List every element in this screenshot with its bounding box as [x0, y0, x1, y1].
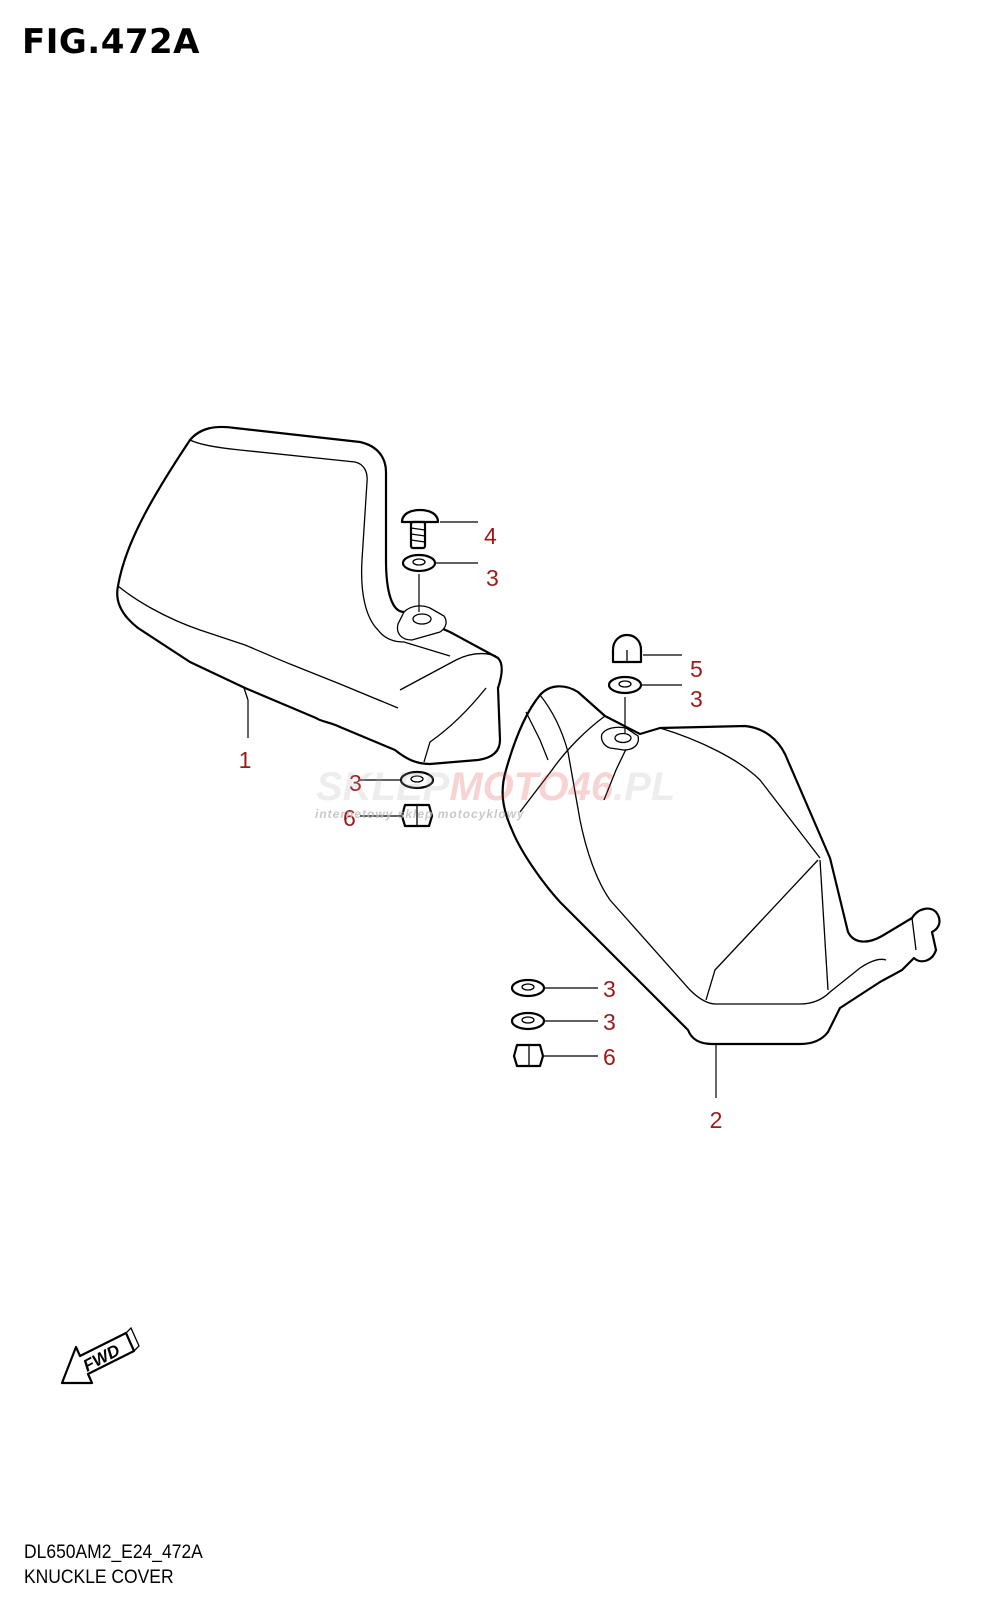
- watermark: SKLEPMOTO46.PL internetowy sklep motocyk…: [315, 765, 675, 821]
- washer-icon: [607, 675, 643, 695]
- callout-3: 3: [349, 770, 362, 796]
- fwd-arrow-icon: FWD: [60, 1326, 140, 1385]
- callout-3: 3: [486, 565, 499, 591]
- bolt-icon: [400, 508, 440, 550]
- nut-icon: [512, 1043, 545, 1068]
- knuckle-cover-right: [501, 685, 941, 1046]
- callout-3: 3: [603, 1009, 616, 1035]
- nut-icon: [400, 803, 434, 828]
- knuckle-cover-left: [116, 425, 503, 766]
- washer-icon: [510, 978, 546, 998]
- watermark-tagline: internetowy sklep motocyklowy: [315, 807, 525, 821]
- model-code: DL650AM2_E24_472A: [24, 1542, 203, 1563]
- callout-1: 1: [239, 747, 252, 773]
- washer-icon: [399, 770, 435, 790]
- figure-title: FIG.472A: [22, 22, 200, 62]
- section-name: KNUCKLE COVER: [24, 1567, 174, 1588]
- washer-icon: [510, 1011, 546, 1031]
- callout-5: 5: [690, 656, 703, 682]
- callout-3: 3: [603, 976, 616, 1002]
- callout-2: 2: [710, 1107, 723, 1133]
- watermark-brand: SKLEPMOTO46.PL: [316, 765, 675, 809]
- cap-nut-icon: [611, 633, 643, 664]
- washer-icon: [401, 553, 437, 573]
- callout-6: 6: [343, 805, 356, 831]
- callout-6: 6: [603, 1044, 616, 1070]
- callout-3: 3: [690, 686, 703, 712]
- callout-4: 4: [484, 523, 497, 549]
